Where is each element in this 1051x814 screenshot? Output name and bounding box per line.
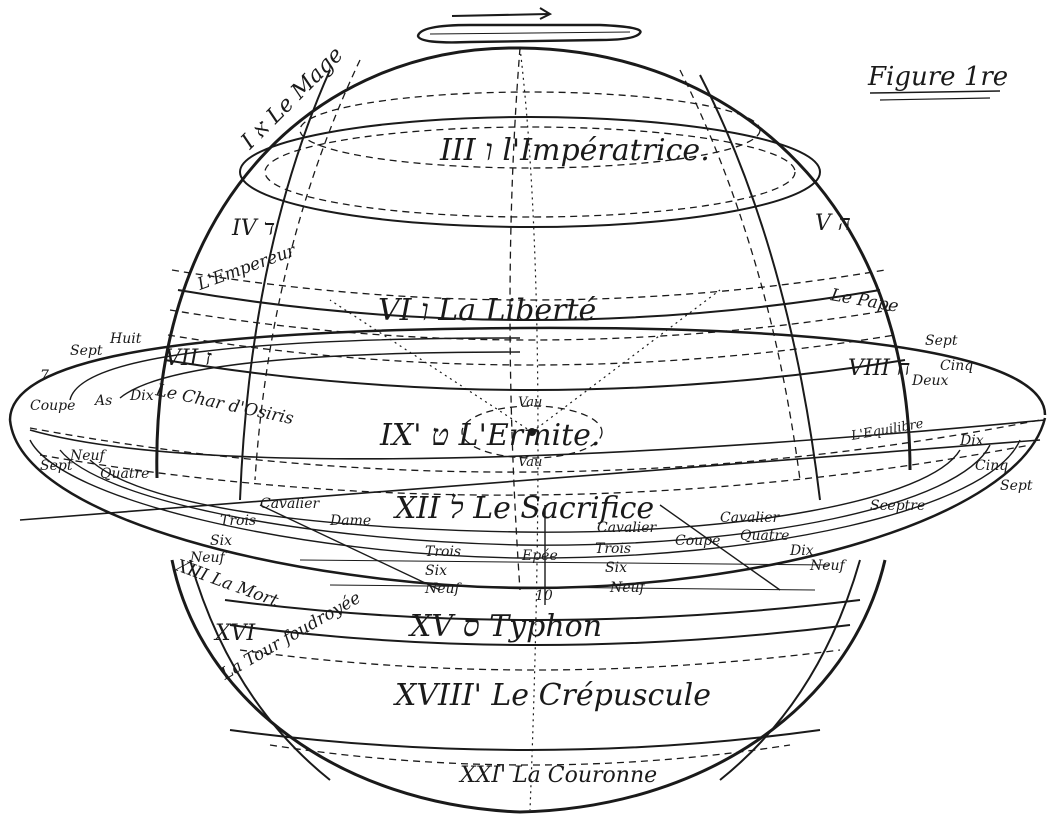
ring-word: Neuf	[69, 448, 108, 464]
label-pape: Le Pape	[828, 285, 900, 317]
north-pole-axis-cap	[416, 7, 642, 44]
ring-word: 10	[535, 588, 553, 604]
ring-word: Dix	[959, 433, 984, 449]
ring-word: Cavalier	[720, 510, 781, 526]
label-iv: IV ד	[231, 216, 275, 241]
ring-word: Huit	[109, 331, 142, 347]
ring-word: Cavalier	[597, 520, 658, 536]
ring-word: Cinq	[940, 358, 973, 374]
label-mort: XIII La Mort	[171, 555, 281, 611]
ring-word: Cavalier	[260, 496, 321, 512]
ring-word: Cinq	[975, 458, 1008, 474]
label-char: Le Char d'Osiris	[153, 380, 296, 429]
ring-word: Coupe	[675, 533, 720, 549]
ring-word: Sept	[70, 343, 103, 359]
ring-word: Neuf	[809, 558, 848, 574]
ring-word: Dix	[129, 388, 154, 404]
ring-word: Sept	[925, 333, 958, 349]
ring-word: Trois	[220, 513, 256, 529]
band-ermite: IX' ט L'Ermite.	[379, 418, 600, 453]
ring-word: Quatre	[100, 466, 149, 482]
figure-label: Figure 1re	[867, 62, 1008, 101]
ring-word: Sept	[40, 458, 73, 474]
ring-word: Dix	[789, 543, 814, 559]
ring-word: As	[93, 393, 112, 409]
label-viii: VIII ח	[848, 356, 910, 381]
band-typhon: XV ס Typhon	[408, 609, 602, 644]
band-liberte: VI ו La Liberté	[378, 293, 596, 328]
band-sacrifice: XII ל Le Sacrifice	[393, 491, 654, 526]
ring-word: Coupe	[30, 398, 75, 414]
pole-vau-bottom: Vau	[518, 455, 542, 470]
ring-word: Quatre	[740, 528, 789, 544]
ring-word: Neuf	[424, 581, 463, 597]
ring-word: Neuf	[609, 580, 648, 596]
ring-word: Epée	[521, 548, 558, 564]
label-vii: VII ז	[165, 346, 212, 371]
ring-word: Six	[210, 533, 232, 549]
label-xvi: XVI	[213, 621, 257, 646]
ring-word: Trois	[425, 544, 461, 560]
band-couronne: XXI' La Couronne	[458, 763, 657, 788]
label-v: V ה	[815, 211, 851, 236]
ring-word: Sept	[1000, 478, 1033, 494]
ring-word: Neuf	[189, 550, 228, 566]
band-crepuscule: XVIII' Le Crépuscule	[393, 678, 711, 713]
ring-word: Dame	[329, 513, 371, 529]
ring-word: Sceptre	[870, 498, 925, 514]
pole-vau-top: Vau	[518, 395, 542, 410]
ring-word: Six	[425, 563, 447, 579]
ring-word: Six	[605, 560, 627, 576]
sphere-lower-outline	[170, 559, 887, 814]
band-imperatrice: III ו l'Impératrice.	[439, 133, 710, 168]
figure-title: Figure 1re	[867, 62, 1008, 92]
tarot-ring	[8, 326, 1047, 605]
ring-word: 7	[40, 368, 49, 384]
ring-word: Deux	[911, 373, 949, 389]
label-empereur: L'Empereur	[194, 240, 299, 295]
ring-word: Trois	[595, 541, 631, 557]
label-equilibre: L'Equilibre	[849, 416, 925, 444]
